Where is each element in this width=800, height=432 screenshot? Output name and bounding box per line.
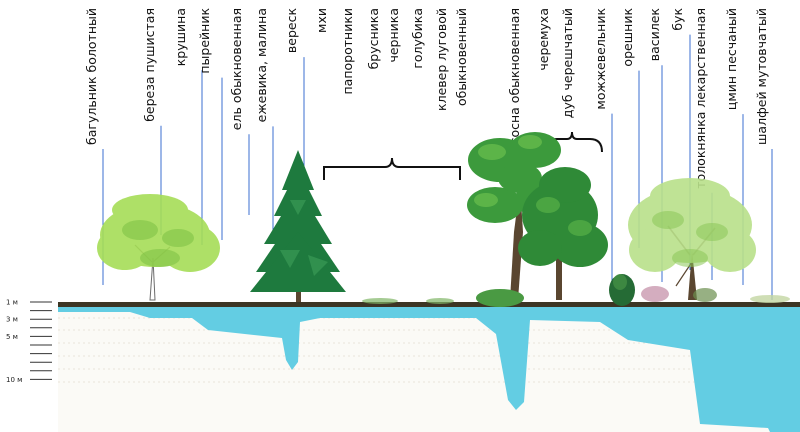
plant-label: крушина <box>173 8 188 66</box>
plant-label: черника <box>386 8 401 63</box>
plant-label: вереск <box>284 8 299 54</box>
plant-labels: багульник болотный береза пушистая крушина… <box>84 8 769 189</box>
plant-label: багульник болотный <box>84 8 99 145</box>
broadleaf-tree-icon <box>628 178 756 300</box>
plant-label: шалфей мутовчатый <box>754 8 769 145</box>
plant-label: бук <box>670 8 685 31</box>
plant-label: папоротники <box>340 8 355 95</box>
plant-label: толокнянка лекарственная <box>693 8 708 189</box>
plant-label: ежевика, малина <box>254 8 269 122</box>
plant-label: голубика <box>410 8 425 69</box>
plant-label: клевер луговой <box>434 8 449 111</box>
juniper-bush-icon <box>609 274 635 306</box>
plant-label: орешник <box>620 8 635 67</box>
depth-label: 5 м <box>6 333 18 341</box>
plant-label: василек <box>647 8 662 62</box>
depth-label: 1 м <box>6 299 18 307</box>
birch-tree-icon <box>97 194 220 301</box>
plant-label: ель обыкновенная <box>229 8 244 130</box>
depth-label: 10 м <box>6 376 22 384</box>
plant-label: пырейник <box>197 8 212 74</box>
plant-label: мхи <box>314 8 329 33</box>
plant-label: черемуха <box>536 8 551 71</box>
depth-label: 3 м <box>6 316 18 324</box>
ground-surface <box>58 302 800 307</box>
plant-label: обыкновенный <box>454 8 469 106</box>
plant-label: береза пушистая <box>142 8 157 122</box>
depth-scale: 1 м 3 м 5 м 10 м <box>6 299 52 384</box>
spruce-tree-icon <box>250 150 346 302</box>
plant-label: сосна обыкновенная <box>507 8 522 144</box>
ground-vegetation <box>362 286 790 307</box>
plant-label: цмин песчаный <box>724 8 739 110</box>
bracket-ground-cover <box>323 157 461 180</box>
oak-tree-icon <box>518 167 608 300</box>
plant-label: можжевельник <box>593 8 608 110</box>
plant-label: брусника <box>366 8 381 69</box>
plant-label: дуб черешчатый <box>560 8 575 118</box>
groundwater-level <box>58 306 800 432</box>
